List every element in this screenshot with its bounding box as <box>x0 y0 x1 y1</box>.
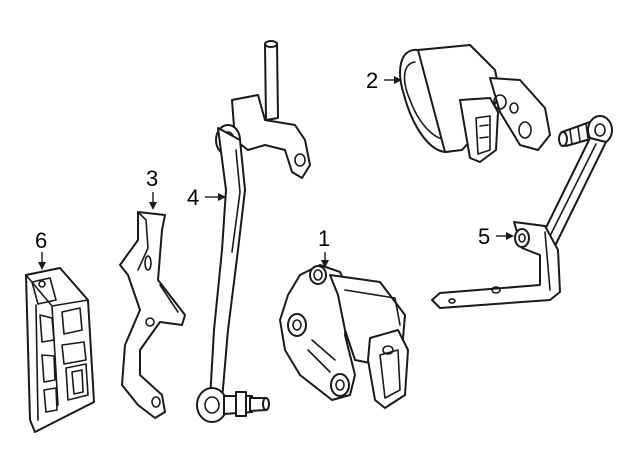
callout-4: 4 <box>187 185 226 210</box>
callout-3: 3 <box>146 166 158 210</box>
callout-2-label: 2 <box>366 68 378 93</box>
part-2-level-sensor[interactable] <box>399 44 551 163</box>
callout-1: 1 <box>318 226 330 268</box>
callout-6-label: 6 <box>35 228 47 253</box>
callout-2: 2 <box>366 68 402 93</box>
callout-4-label: 4 <box>187 185 199 210</box>
callout-5: 5 <box>478 224 514 249</box>
part-5-sensor-link[interactable] <box>431 115 613 309</box>
callout-3-label: 3 <box>146 166 158 191</box>
part-1-level-sensor[interactable] <box>279 264 409 409</box>
callout-6: 6 <box>35 228 47 270</box>
part-3-bracket[interactable] <box>119 211 186 419</box>
callout-1-label: 1 <box>318 226 330 251</box>
part-4-link-rod[interactable] <box>196 40 311 423</box>
part-6-control-module[interactable] <box>25 267 95 433</box>
callout-5-label: 5 <box>478 224 490 249</box>
